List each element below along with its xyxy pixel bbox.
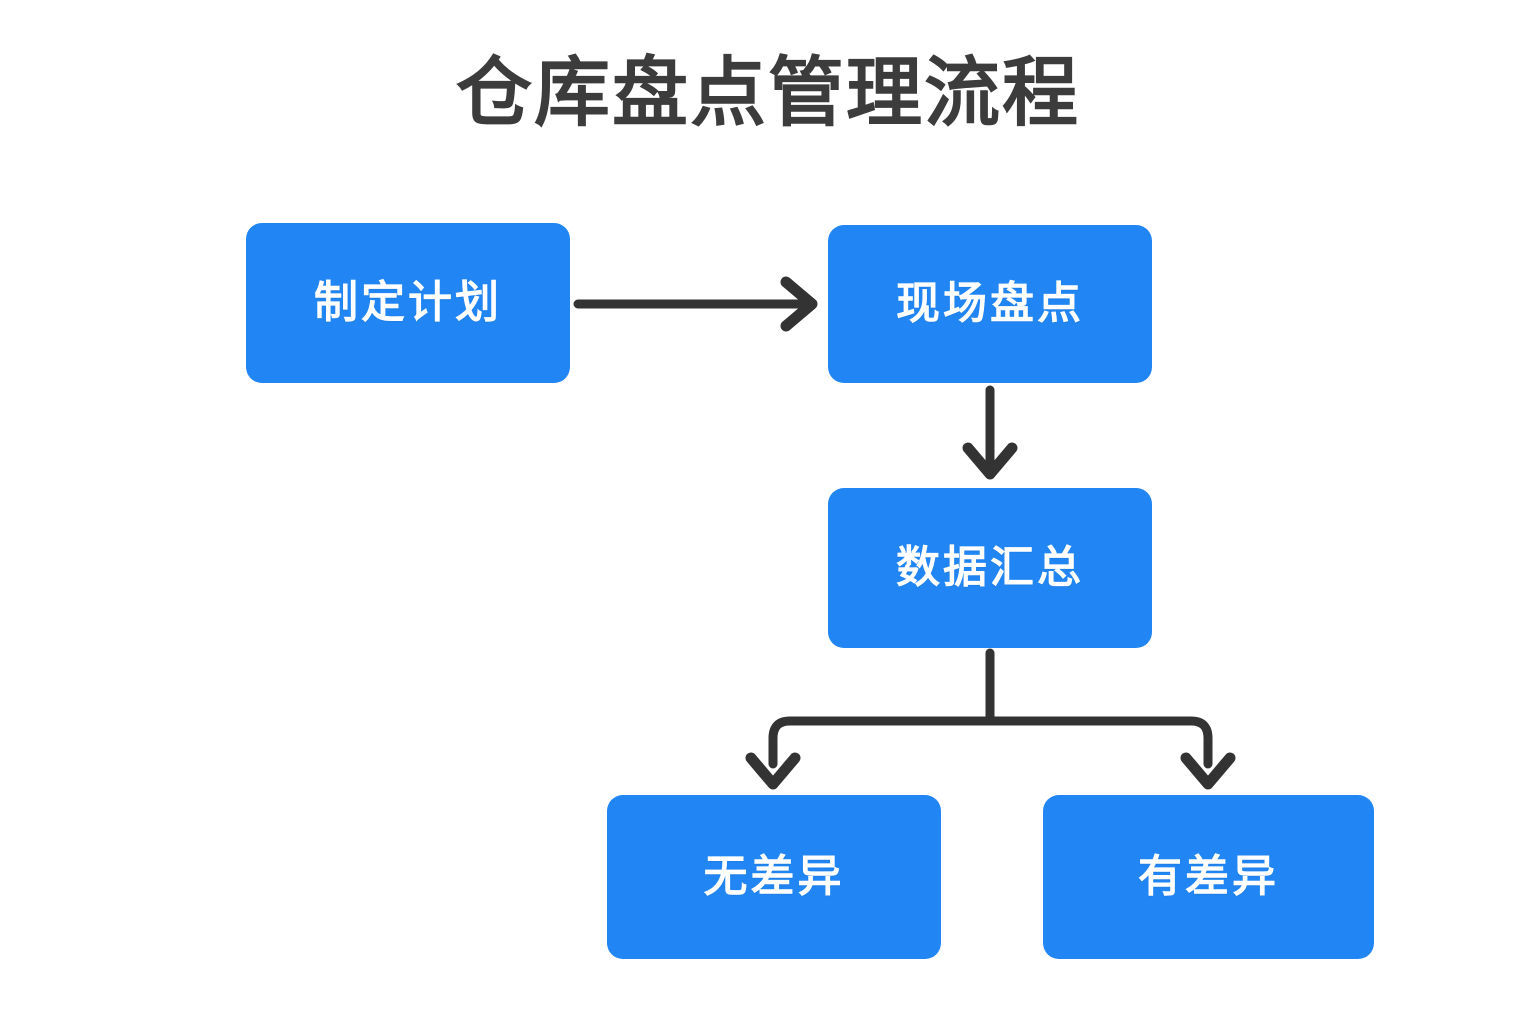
arrowhead-chevron-icon: [1180, 752, 1236, 790]
flow-node-onsite-count-label: 现场盘点: [896, 279, 1084, 328]
flow-node-has-discrepancy-label: 有差异: [1138, 852, 1279, 901]
edge-count-to-summary: [962, 385, 1018, 480]
edge-summary-to-hasdiff: [985, 716, 1236, 790]
arrowhead-chevron-icon: [780, 276, 818, 332]
arrowhead-chevron-icon: [745, 752, 801, 790]
arrowhead-chevron-icon: [962, 442, 1018, 480]
page-title: 仓库盘点管理流程: [456, 51, 1080, 136]
edge-line: [985, 716, 1213, 769]
flow-node-no-discrepancy[interactable]: 无差异: [607, 795, 941, 959]
flow-node-no-discrepancy-label: 无差异: [703, 852, 845, 901]
flow-node-data-summary-label: 数据汇总: [896, 543, 1084, 592]
edge-line: [768, 716, 995, 769]
edge-summary-to-nodiff: [745, 716, 995, 790]
flow-node-data-summary[interactable]: 数据汇总: [828, 488, 1152, 648]
edge-plan-to-count: [573, 276, 818, 332]
flow-node-plan-label: 制定计划: [314, 278, 502, 327]
flow-node-plan[interactable]: 制定计划: [246, 223, 570, 383]
flow-node-onsite-count[interactable]: 现场盘点: [828, 225, 1152, 383]
flow-node-has-discrepancy[interactable]: 有差异: [1043, 795, 1374, 959]
